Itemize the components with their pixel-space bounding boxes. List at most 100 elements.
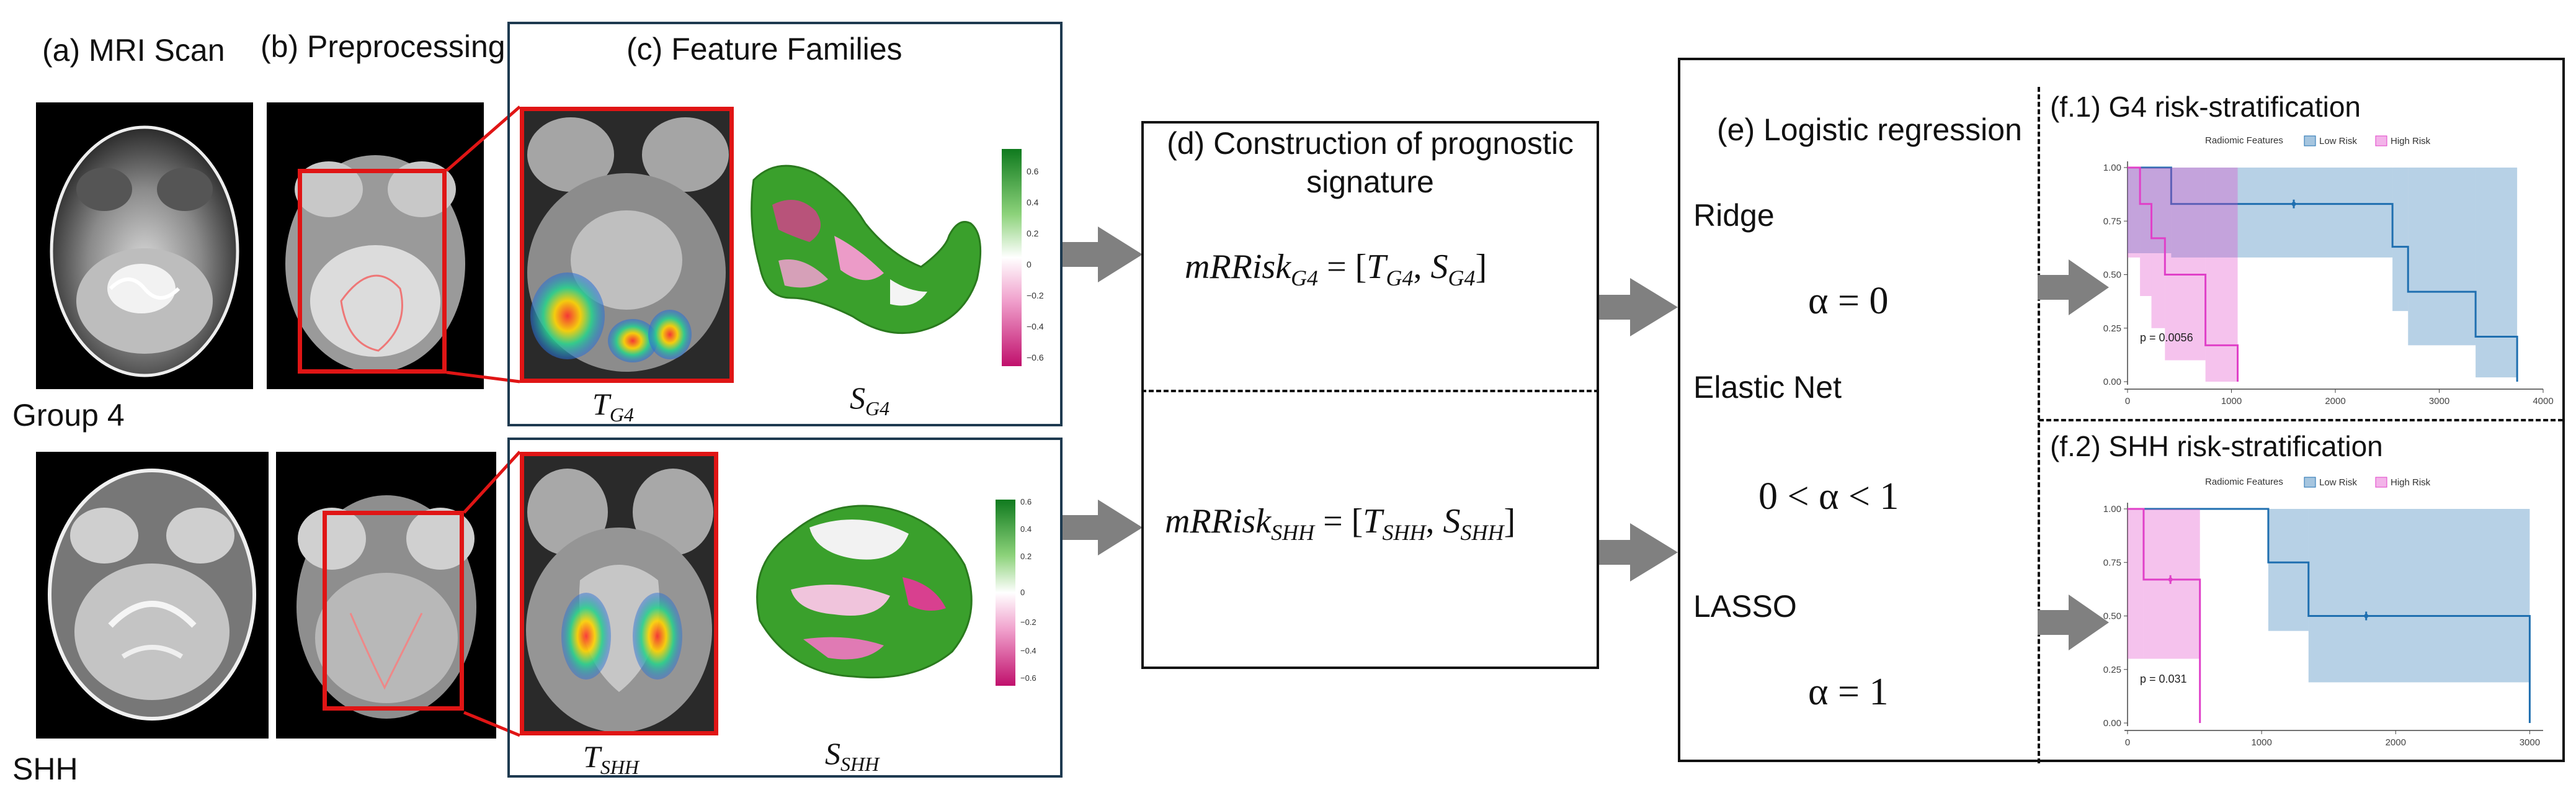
- km-survival-line: [2128, 508, 2201, 723]
- km-chart-shh: Radiomic Features Low Risk High Risk 0.00 0.…: [2103, 477, 2543, 748]
- prognostic-signature-box: [1141, 121, 1599, 669]
- colorbar-tick: −0.6: [1027, 353, 1044, 362]
- km-ci-band: [2151, 168, 2165, 328]
- km-legend-label: High Risk: [2391, 477, 2431, 488]
- colorbar-tick: 0.6: [1020, 497, 1032, 506]
- texture-map-shh: [520, 452, 718, 735]
- signature-divider: [1141, 390, 1599, 392]
- regression-frame: [1678, 58, 2565, 762]
- km-survival-line: [2128, 166, 2239, 382]
- km-survival-line: [2128, 166, 2518, 382]
- colorbar-tick: −0.2: [1020, 618, 1036, 627]
- roi-box-shh-small: [323, 511, 464, 711]
- colorbar-tick: −0.4: [1027, 321, 1044, 331]
- km-y-tick-label: 0.75: [2103, 216, 2121, 227]
- km-ci-band: [2128, 509, 2144, 659]
- km-y-tick-label: 0.50: [2103, 270, 2121, 281]
- km-x-tick-label: 3000: [2429, 396, 2449, 406]
- feature-families-shh-frame: [507, 438, 1063, 778]
- shape-label-g4: SG4: [850, 380, 890, 420]
- km-legend-key: [2375, 477, 2387, 488]
- arrow-into-f1: [2038, 259, 2109, 315]
- km-x-tick-label: 0: [2125, 396, 2130, 406]
- panel-e-title: (e) Logistic regression: [1717, 112, 2022, 147]
- colorbar-tick: 0.6: [1027, 166, 1039, 176]
- km-ci-band: [2392, 168, 2409, 312]
- km-legend-title: Radiomic Features: [2205, 477, 2283, 487]
- km-ci-band: [2308, 509, 2530, 683]
- panel-d-title-line1: (d) Construction of prognostic: [1167, 126, 1574, 161]
- mri-scan-g4: [36, 102, 253, 389]
- arrow-into-f2: [2038, 595, 2109, 650]
- feature-families-g4-frame: [507, 22, 1063, 426]
- km-ci-band: [2205, 168, 2238, 382]
- ridge-label: Ridge: [1693, 198, 1775, 233]
- colorbar-tick: 0: [1027, 259, 1032, 269]
- enet-alpha: 0 < α < 1: [1758, 475, 1899, 518]
- colorbar-tick: −0.2: [1027, 290, 1044, 300]
- km-p-value: p = 0.0056: [2140, 331, 2193, 344]
- texture-label-g4: TG4: [592, 387, 634, 426]
- roi-box-g4-small: [298, 169, 447, 374]
- f1-f2-divider: [2039, 419, 2563, 421]
- km-x-tick-label: 4000: [2533, 396, 2553, 406]
- texture-map-g4: [520, 107, 734, 383]
- lasso-alpha: α = 1: [1808, 671, 1889, 713]
- panel-d-title: (d) Construction of prognostic signature: [1141, 124, 1599, 201]
- km-legend: Radiomic Features Low Risk High Risk: [2205, 477, 2431, 488]
- lasso-label: LASSO: [1693, 589, 1797, 624]
- group4-label: Group 4: [12, 398, 125, 433]
- colorbar-tick: 0.4: [1027, 197, 1039, 207]
- colorbar-tick: −0.4: [1020, 646, 1036, 655]
- elastic-net-label: Elastic Net: [1693, 370, 1842, 405]
- km-y-tick-label: 0.25: [2103, 665, 2121, 675]
- colorbar-tick: 0: [1020, 588, 1025, 597]
- km-ci-band: [2143, 509, 2200, 659]
- ridge-alpha: α = 0: [1808, 280, 1889, 322]
- signature-shh: mRRiskSHH = [TSHH, SSHH]: [1165, 502, 1516, 546]
- km-ci-band: [2268, 509, 2309, 631]
- panel-a-title: (a) MRI Scan: [42, 33, 225, 68]
- km-y-tick-label: 0.00: [2103, 718, 2121, 729]
- km-legend-label: Low Risk: [2319, 477, 2357, 488]
- km-y-tick-label: 0.75: [2103, 557, 2121, 568]
- km-ci-band: [2165, 168, 2206, 361]
- panel-d-title-line2: signature: [1306, 164, 1434, 199]
- km-ci-band: [2171, 168, 2393, 258]
- km-p-value: p = 0.031: [2140, 673, 2187, 685]
- shape-label-shh: SSHH: [825, 736, 880, 775]
- km-censor-dot: [2364, 614, 2369, 618]
- panel-f1-title: (f.1) G4 risk-stratification: [2050, 91, 2361, 123]
- km-survival-line: [2128, 508, 2531, 723]
- km-x-tick-label: 3000: [2520, 737, 2540, 748]
- km-y-tick-label: 1.00: [2103, 163, 2121, 173]
- km-censor-dot: [2291, 202, 2296, 207]
- preprocessed-scan-shh: [276, 452, 496, 739]
- km-x-tick-label: 2000: [2325, 396, 2345, 406]
- signature-g4: mRRiskG4 = [TG4, SG4]: [1185, 248, 1487, 291]
- colorbar-g4: [1002, 149, 1022, 366]
- km-x-tick-label: 1000: [2221, 396, 2242, 406]
- km-legend-key: [2304, 477, 2316, 488]
- km-ci-band: [2408, 168, 2476, 346]
- km-legend-label: Low Risk: [2319, 136, 2357, 146]
- arrow-c-d-shh: [1063, 500, 1143, 555]
- texture-label-shh: TSHH: [583, 739, 640, 778]
- panel-b-title: (b) Preprocessing: [261, 29, 506, 64]
- km-ci-band: [2476, 168, 2518, 378]
- shape-map-g4: [751, 164, 982, 335]
- km-ci-band: [2140, 168, 2152, 296]
- km-censor-dot: [2168, 577, 2173, 582]
- colorbar-tick: 0.4: [1020, 524, 1032, 534]
- panel-f2-title: (f.2) SHH risk-stratification: [2050, 430, 2383, 462]
- km-y-tick-label: 0.25: [2103, 323, 2121, 334]
- panel-c-title: (c) Feature Families: [626, 32, 902, 66]
- km-y-tick-label: 0.00: [2103, 377, 2121, 387]
- km-x-tick-label: 2000: [2386, 737, 2406, 748]
- shape-map-shh: [756, 505, 973, 679]
- e-f-divider: [2038, 87, 2040, 763]
